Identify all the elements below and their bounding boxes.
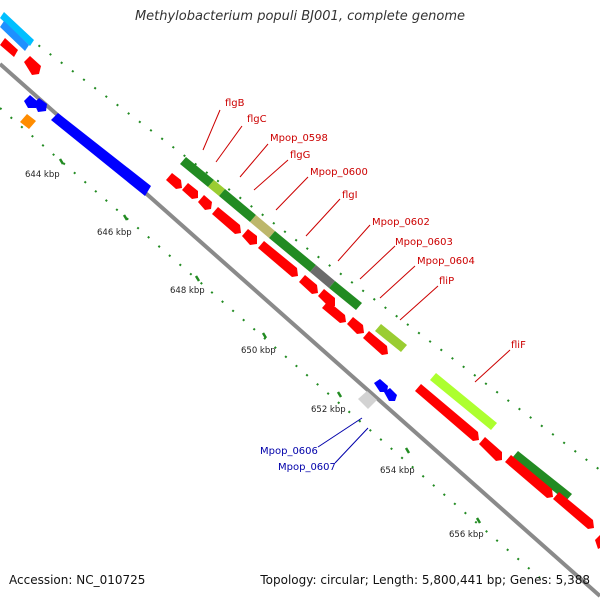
gene-Mpop_0600[interactable]: [269, 231, 316, 272]
scale-label-656: 656 kbp: [449, 530, 484, 540]
blue-gene-small-1[interactable]: [24, 95, 37, 108]
leader-Mpop_0604: [379, 265, 416, 299]
gene-Mpop_0602[interactable]: [329, 281, 362, 310]
cyan-gene[interactable]: [0, 12, 34, 46]
gene-Mpop_0607-b[interactable]: [384, 388, 397, 401]
scale-label-650: 650 kbp: [241, 346, 276, 356]
gene-Mpop_0606[interactable]: [358, 391, 377, 409]
blue-gene-long[interactable]: [51, 113, 151, 196]
gene-Mpop_0598[interactable]: [219, 189, 256, 222]
cds-14[interactable]: [505, 455, 553, 498]
gene-Mpop_0607-a[interactable]: [374, 379, 388, 392]
cds-3[interactable]: [198, 195, 212, 210]
cds-row: [166, 173, 600, 549]
gene-label-flgC[interactable]: flgC: [247, 114, 267, 125]
gene-flgB[interactable]: [180, 157, 214, 187]
blue-gene-top[interactable]: [0, 21, 29, 51]
top-left-features: [0, 12, 41, 75]
scale-labels: 644 kbp 646 kbp 648 kbp 650 kbp 652 kbp …: [25, 170, 484, 540]
major-tick-654: [404, 447, 411, 454]
gene-row: [180, 157, 572, 501]
leader-flgC: [215, 125, 243, 163]
cds-9[interactable]: [322, 301, 346, 323]
gene-label-Mpop_0602[interactable]: Mpop_0602: [372, 217, 430, 228]
gene-label-flgG[interactable]: flgG: [290, 150, 310, 161]
gene-label-Mpop_0607[interactable]: Mpop_0607: [278, 462, 336, 473]
genome-summary-text: Topology: circular; Length: 5,800,441 bp…: [260, 573, 590, 587]
outer-tick-rail: [4, 19, 600, 471]
cds-12[interactable]: [415, 384, 479, 441]
major-tick-648: [194, 275, 201, 282]
gene-label-Mpop_0606[interactable]: Mpop_0606: [260, 446, 318, 457]
leader-Mpop_0602: [337, 224, 371, 262]
cds-16[interactable]: [595, 535, 600, 549]
gene-label-fliF[interactable]: fliF: [511, 340, 526, 351]
leader-flgI: [305, 198, 341, 237]
cds-11[interactable]: [363, 331, 388, 355]
blue-gene-small-2[interactable]: [34, 98, 47, 112]
left-features: [20, 95, 151, 196]
major-ticks: [58, 158, 482, 524]
orange-feature[interactable]: [20, 114, 36, 129]
leader-fliP: [399, 285, 439, 321]
leader-Mpop_0600: [275, 176, 309, 211]
scale-label-648: 648 kbp: [170, 286, 205, 296]
scale-label-646: 646 kbp: [97, 228, 132, 238]
gene-fliF[interactable]: [430, 373, 497, 430]
accession-text: Accession: NC_010725: [9, 573, 146, 587]
major-tick-652: [336, 391, 343, 398]
gene-label-flgB[interactable]: flgB: [225, 98, 245, 109]
map-title: Methylobacterium populi BJ001, complete …: [134, 9, 466, 24]
gene-label-fliP[interactable]: fliP: [439, 276, 454, 287]
scale-label-644: 644 kbp: [25, 170, 60, 180]
cds-7[interactable]: [299, 275, 318, 294]
cds-4[interactable]: [212, 207, 241, 234]
cds-6[interactable]: [258, 241, 298, 277]
cds-13[interactable]: [479, 437, 502, 461]
gene-flgG[interactable]: [250, 215, 275, 238]
major-tick-650: [261, 332, 268, 339]
leader-flgB: [202, 109, 221, 151]
gene-labels-reverse: Mpop_0606 Mpop_0607: [260, 446, 336, 473]
gene-fliP[interactable]: [375, 324, 407, 352]
major-tick-646: [122, 214, 129, 221]
leader-flgG: [253, 159, 289, 191]
inner-tick-rail: [0, 107, 541, 579]
red-cds-top-2[interactable]: [24, 56, 41, 75]
gene-label-Mpop_0600[interactable]: Mpop_0600: [310, 167, 368, 178]
gene-label-Mpop_0598[interactable]: Mpop_0598: [270, 133, 328, 144]
gene-right-1[interactable]: [512, 451, 572, 501]
cds-1[interactable]: [166, 173, 182, 189]
leader-Mpop_0606: [317, 417, 363, 448]
cds-5[interactable]: [242, 229, 257, 245]
gene-label-flgI[interactable]: flgI: [342, 190, 358, 201]
leader-Mpop_0603: [359, 245, 396, 280]
major-tick-644: [58, 158, 65, 165]
gene-labels-forward: flgB flgC Mpop_0598 flgG Mpop_0600 flgI …: [225, 98, 526, 351]
reverse-features: [358, 379, 397, 409]
label-leaders-forward: [202, 109, 511, 383]
cds-2[interactable]: [182, 183, 198, 199]
cds-8[interactable]: [318, 289, 335, 307]
major-tick-656: [475, 517, 482, 524]
leader-Mpop_0598: [239, 143, 269, 178]
tick-rails: [0, 19, 600, 579]
gene-label-Mpop_0604[interactable]: Mpop_0604: [417, 256, 475, 267]
gene-label-Mpop_0603[interactable]: Mpop_0603: [395, 237, 453, 248]
cds-15[interactable]: [553, 492, 594, 529]
gene-flgC[interactable]: [208, 180, 225, 196]
scale-label-652: 652 kbp: [311, 405, 346, 415]
gene-flgI[interactable]: [310, 265, 335, 288]
leader-fliF: [474, 349, 511, 383]
scale-label-654: 654 kbp: [380, 466, 415, 476]
leader-Mpop_0607: [334, 427, 369, 464]
cds-10[interactable]: [347, 317, 364, 334]
label-leaders-reverse: [317, 417, 369, 464]
red-cds-top[interactable]: [0, 38, 18, 57]
